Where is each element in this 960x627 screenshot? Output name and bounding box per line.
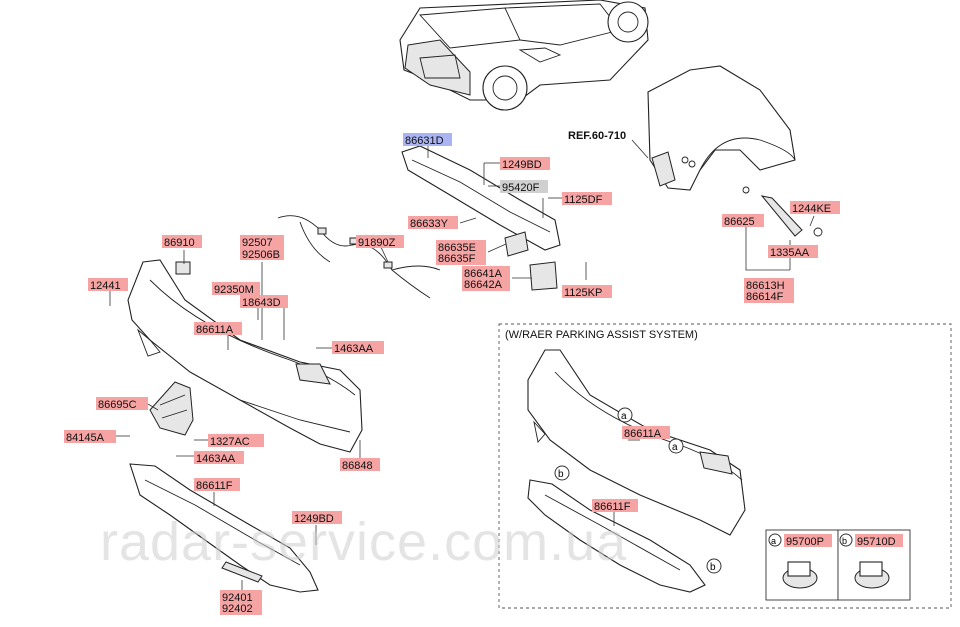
callout-86635E[interactable]: 86635E [438, 242, 476, 254]
wiring-harness [277, 215, 441, 299]
callout-12441[interactable]: 12441 [90, 280, 121, 292]
assist-lower-garnish [527, 479, 706, 593]
callout-1125DF[interactable]: 1125DF [564, 194, 603, 206]
callout-86641A[interactable]: 86641A [464, 268, 503, 280]
callout-1327AC[interactable]: 1327AC [210, 436, 250, 448]
callout-86635F[interactable]: 86635F [438, 253, 476, 265]
watermark: radar-service.com.ua [100, 512, 627, 572]
callout-91890Z[interactable]: 91890Z [358, 237, 396, 249]
callout-86633Y[interactable]: 86633Y [410, 218, 449, 230]
callout-1463AA-bottom[interactable]: 1463AA [196, 453, 236, 465]
callout-92401[interactable]: 92401 [222, 592, 253, 604]
marker-b-2: b [710, 562, 716, 573]
callout-86611A[interactable]: 86611A [196, 324, 234, 336]
callout-95420F[interactable]: 95420F [502, 182, 540, 194]
assist-bumper-cover [527, 349, 746, 536]
callout-86848[interactable]: 86848 [342, 460, 373, 472]
callout-1249BD-bottom[interactable]: 1249BD [294, 513, 334, 525]
marker-a-inset: a [771, 536, 776, 546]
marker-a-2: a [672, 442, 678, 453]
ref-label: REF.60-710 [568, 130, 626, 142]
lower-garnish [129, 463, 319, 593]
callout-86614F[interactable]: 86614F [746, 291, 784, 303]
callout-18643D[interactable]: 18643D [242, 297, 281, 309]
callout-92507[interactable]: 92507 [242, 237, 273, 249]
callout-86611F-assist[interactable]: 86611F [594, 501, 631, 513]
quarter-panel-ref: REF.60-710 [568, 65, 796, 191]
rear-bumper-cover [127, 259, 363, 453]
callout-86642A[interactable]: 86642A [464, 279, 503, 291]
parking-assist-frame [498, 323, 952, 609]
bumper-beam [401, 145, 587, 291]
callout-95710D[interactable]: 95710D [857, 536, 896, 548]
callout-1125KP[interactable]: 1125KP [564, 287, 602, 299]
callout-86695C[interactable]: 86695C [98, 399, 137, 411]
marker-b-inset: b [842, 536, 847, 546]
callout-1463AA-top[interactable]: 1463AA [334, 343, 374, 355]
marker-circles: a a b b a b [554, 407, 853, 574]
callout-1335AA[interactable]: 1335AA [770, 247, 810, 259]
callout-86611F[interactable]: 86611F [196, 480, 233, 492]
callout-86910[interactable]: 86910 [164, 237, 195, 249]
lower-bracket [149, 381, 194, 436]
callout-92402[interactable]: 92402 [222, 603, 253, 615]
callout-86611A-assist[interactable]: 86611A [624, 428, 662, 440]
callout-95700P[interactable]: 95700P [786, 536, 824, 548]
callout-labels: 86631D 1249BD 95420F 1125DF 86633Y 86635… [64, 133, 903, 615]
callout-86631D[interactable]: 86631D [405, 135, 444, 147]
callout-1244KE[interactable]: 1244KE [792, 203, 831, 215]
assist-title: (W/RAER PARKING ASSIST SYSTEM) [505, 329, 698, 341]
callout-86613H[interactable]: 86613H [746, 280, 785, 292]
vehicle-rear-view [399, 0, 649, 111]
callout-84145A[interactable]: 84145A [66, 432, 105, 444]
callout-1249BD-top[interactable]: 1249BD [502, 159, 542, 171]
marker-b-1: b [558, 469, 564, 480]
callout-86625[interactable]: 86625 [724, 216, 755, 228]
callout-92506B[interactable]: 92506B [242, 249, 280, 261]
marker-a-1: a [621, 411, 627, 422]
callout-92350M[interactable]: 92350M [214, 284, 254, 296]
